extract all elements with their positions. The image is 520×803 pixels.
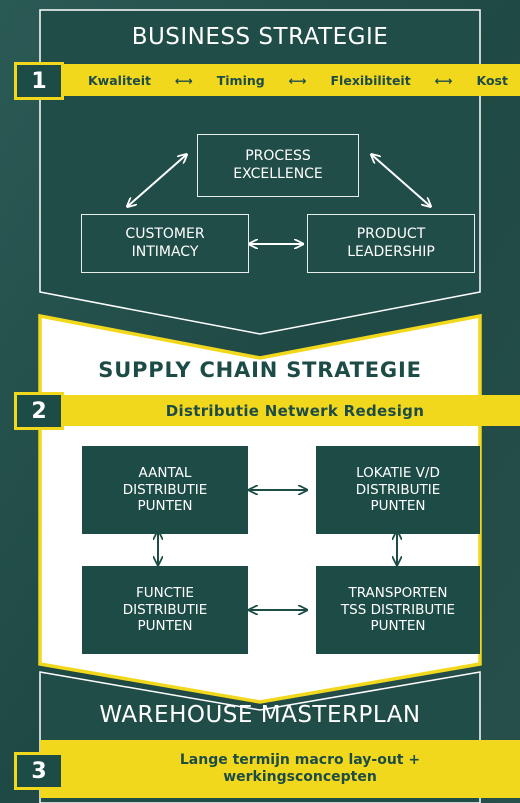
section3-bar-text: Lange termijn macro lay-out + werkingsco… [179, 752, 421, 785]
double-arrow-icon: ⟷ [174, 72, 193, 88]
section1-bar-text: Kwaliteit ⟷ Timing ⟷ Flexibiliteit ⟷ Kos… [88, 64, 508, 96]
section2-title: SUPPLY CHAIN STRATEGIE [98, 358, 422, 382]
section1-bar [40, 64, 520, 96]
bar-item-kwaliteit: Kwaliteit [88, 72, 151, 88]
bar-item-flexibiliteit: Flexibiliteit [330, 72, 411, 88]
arrow-process-product [372, 155, 430, 206]
box-lokatie-distributie-punten: LOKATIE V/D DISTRIBUTIE PUNTEN [316, 446, 480, 534]
box-customer-intimacy: CUSTOMER INTIMACY [81, 214, 249, 273]
section1-number-badge: 1 [14, 62, 64, 100]
box-aantal-distributie-punten: AANTAL DISTRIBUTIE PUNTEN [82, 446, 248, 534]
box-product-leadership: PRODUCT LEADERSHIP [307, 214, 475, 273]
arrow-process-customer [128, 155, 186, 206]
box-process-excellence: PROCESS EXCELLENCE [197, 134, 359, 197]
double-arrow-icon: ⟷ [434, 72, 453, 88]
bar-item-kost: Kost [476, 72, 508, 88]
double-arrow-icon: ⟷ [288, 72, 307, 88]
bar-item-timing: Timing [216, 72, 265, 88]
section2-bar-text: Distributie Netwerk Redesign [165, 401, 425, 420]
box-functie-distributie-punten: FUNCTIE DISTRIBUTIE PUNTEN [82, 566, 248, 654]
section3-number-badge: 3 [14, 752, 64, 790]
section1-title: BUSINESS STRATEGIE [131, 24, 389, 50]
section3-title: WAREHOUSE MASTERPLAN [99, 702, 421, 728]
section3-bar [40, 740, 520, 798]
section2-bar [40, 395, 520, 426]
section2-number-badge: 2 [14, 392, 64, 430]
box-transporten-distributie-punten: TRANSPORTEN TSS DISTRIBUTIE PUNTEN [316, 566, 480, 654]
